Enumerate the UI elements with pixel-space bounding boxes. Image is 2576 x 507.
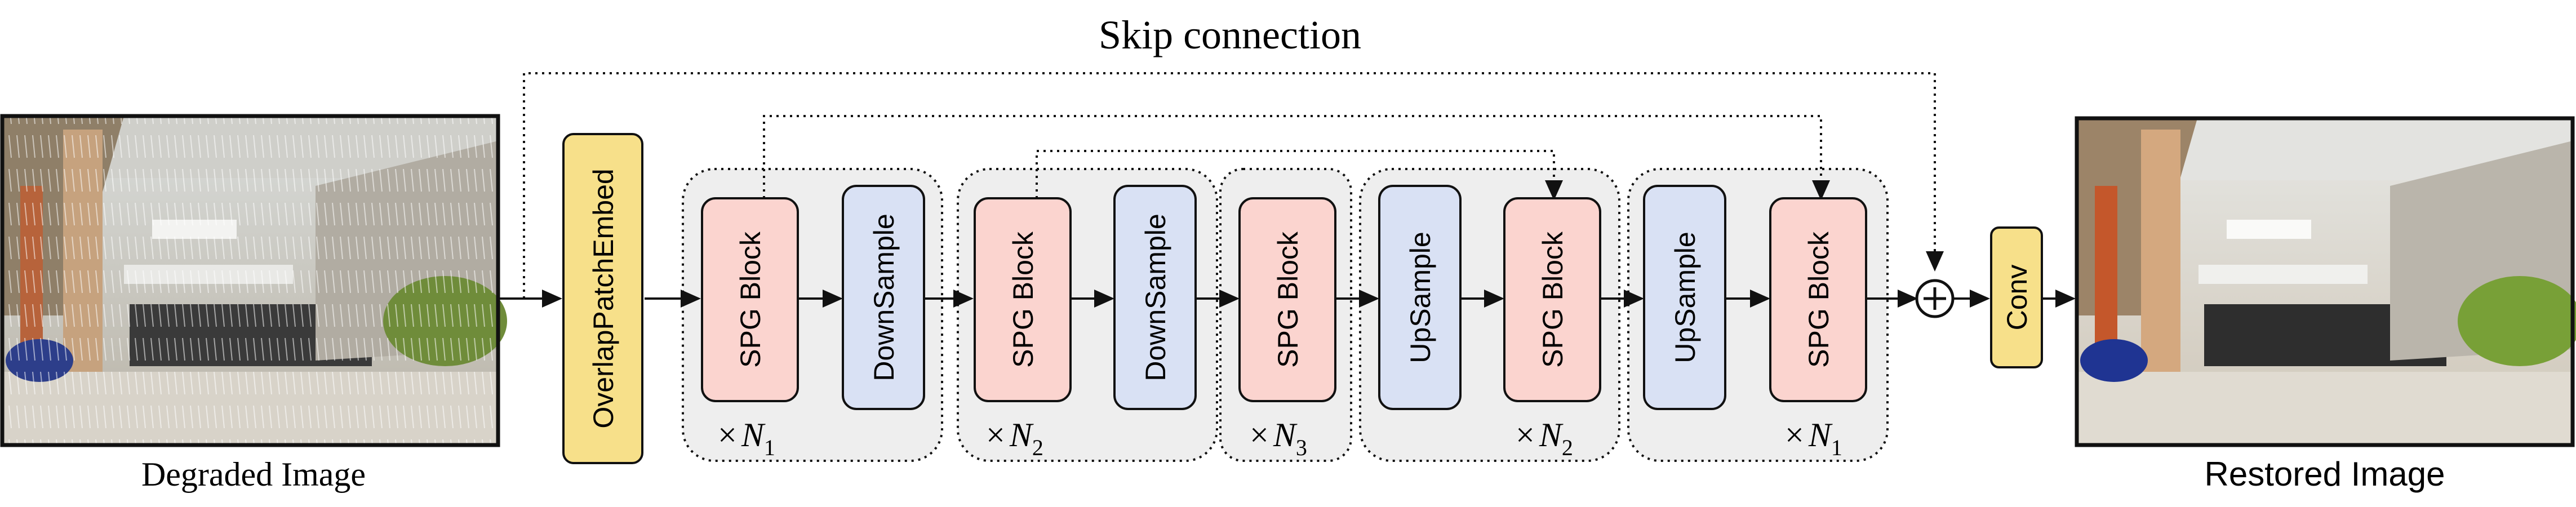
restored-image bbox=[2075, 116, 2576, 447]
stage2-downsample-label: DownSample bbox=[1140, 214, 1171, 381]
skip-line-stage1 bbox=[763, 115, 1830, 201]
stage5-spg-label: SPG Block bbox=[1803, 231, 1835, 368]
circled-plus-icon bbox=[1915, 279, 1955, 318]
stage3-spg-block bbox=[1238, 197, 1336, 402]
stage3-repeat-label: ×N3 bbox=[1250, 416, 1307, 460]
restored-image-caption: Restored Image bbox=[2205, 455, 2445, 493]
overlap-patch-embed-label: OverlapPatchEmbed bbox=[588, 168, 619, 428]
stage1-downsample-block bbox=[842, 185, 925, 410]
stage4-spg-block bbox=[1503, 197, 1601, 402]
stage2-spg-label: SPG Block bbox=[1007, 231, 1039, 368]
stage1-spg-label: SPG Block bbox=[735, 231, 766, 368]
stage2-downsample-block bbox=[1113, 185, 1197, 410]
overlap-patch-embed-block bbox=[562, 133, 643, 464]
stage3-spg-label: SPG Block bbox=[1272, 231, 1304, 368]
stage1-downsample-label: DownSample bbox=[868, 214, 900, 381]
stage5-repeat-label: ×N1 bbox=[1785, 416, 1842, 460]
stage1-spg-block bbox=[701, 197, 799, 402]
stage4-upsample-block bbox=[1378, 185, 1462, 410]
stage5-upsample-label: UpSample bbox=[1669, 232, 1701, 363]
stage4-repeat-label: ×N2 bbox=[1516, 416, 1573, 460]
stage4-spg-label: SPG Block bbox=[1537, 231, 1569, 368]
skip-connection-title: Skip connection bbox=[1099, 12, 1361, 57]
stage2-repeat-label: ×N2 bbox=[986, 416, 1043, 460]
degraded-image bbox=[0, 114, 507, 447]
stage4-upsample-label: UpSample bbox=[1405, 232, 1436, 363]
conv-block bbox=[1990, 226, 2043, 368]
stage5-upsample-block bbox=[1643, 185, 1726, 410]
degraded-image-caption: Degraded Image bbox=[141, 456, 366, 493]
stage1-repeat-label: ×N1 bbox=[718, 416, 775, 460]
stage2-spg-block bbox=[974, 197, 1072, 402]
stage5-spg-block bbox=[1769, 197, 1867, 402]
skip-line-stage2 bbox=[1036, 150, 1563, 201]
conv-label: Conv bbox=[2001, 265, 2033, 331]
